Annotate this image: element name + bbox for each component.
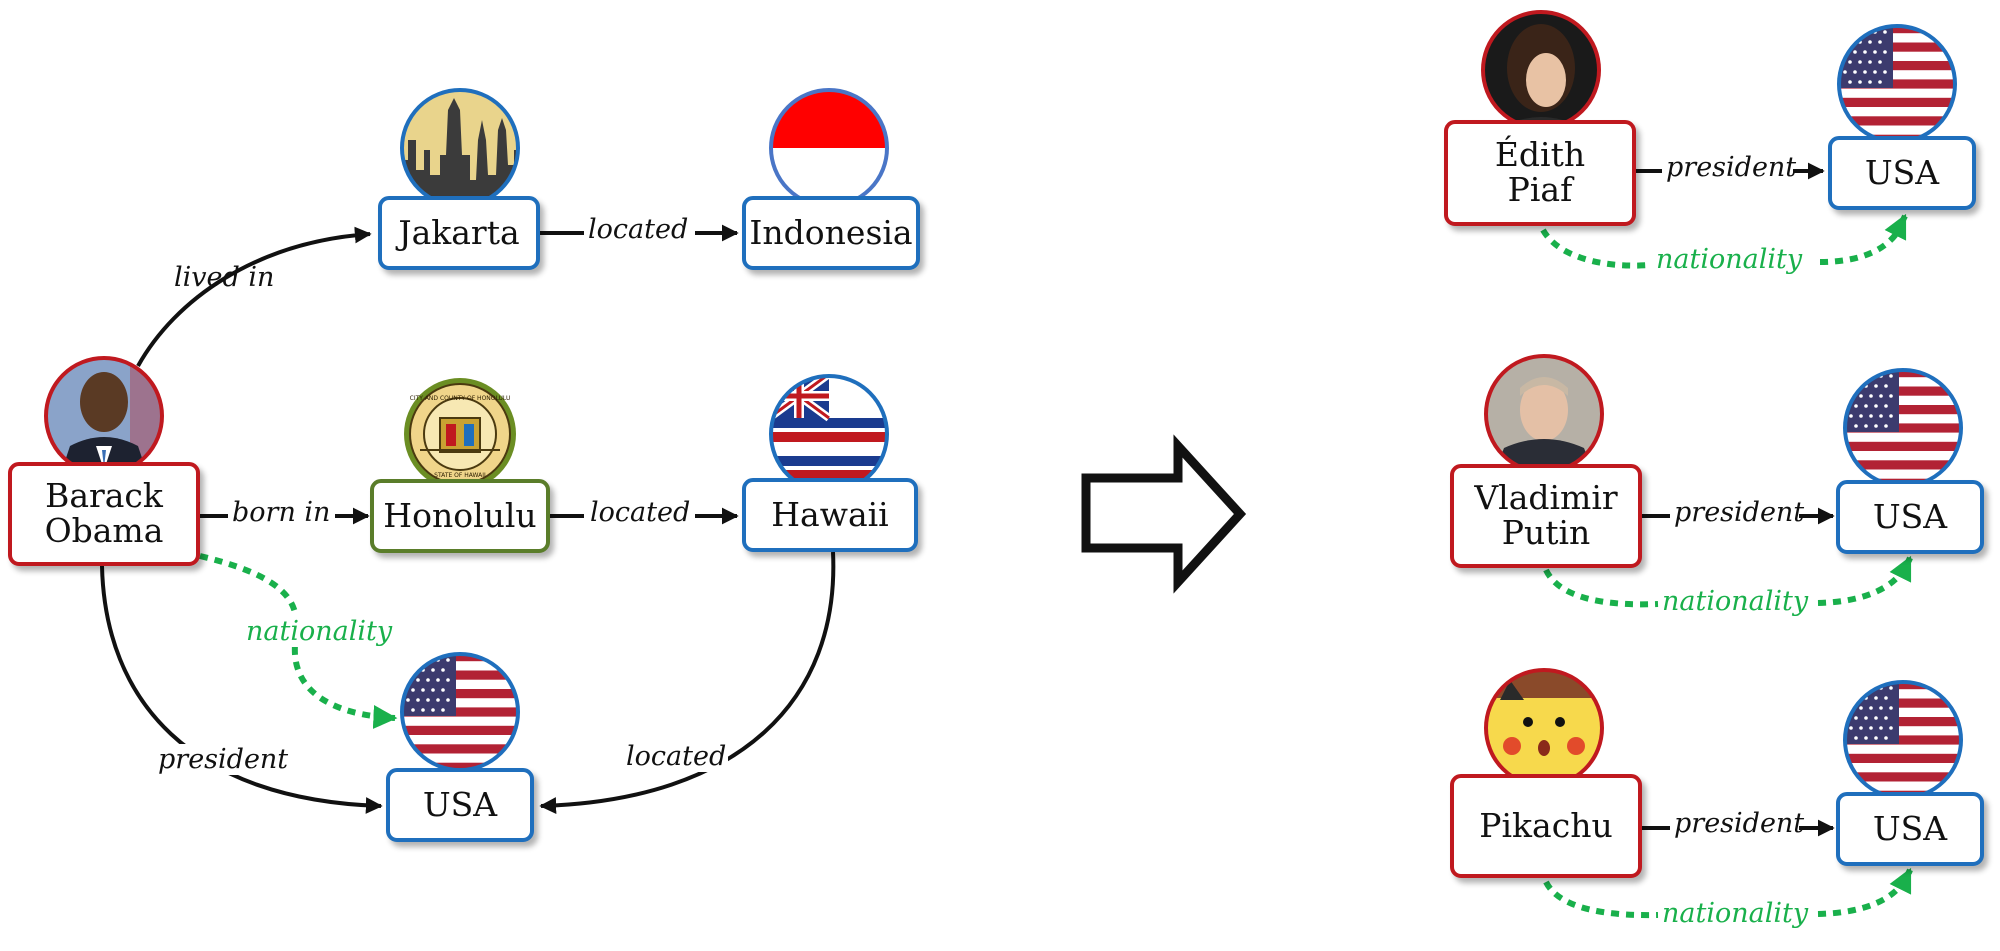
hawaii-flag-icon xyxy=(769,374,889,494)
node-usa-label: USA xyxy=(422,784,498,824)
node-usa-2: USA xyxy=(1836,480,1984,554)
node-honolulu-label: Honolulu xyxy=(383,495,537,535)
label-piaf-president: president xyxy=(1666,152,1797,183)
transform-arrow-icon xyxy=(1081,434,1247,594)
usa-flag-icon-1 xyxy=(1837,24,1957,144)
node-pikachu-label: Pikachu xyxy=(1479,805,1613,845)
node-hawaii: Hawaii xyxy=(742,478,918,552)
node-barack-obama-line-2: Obama xyxy=(44,511,164,550)
usa-flag-icon-2 xyxy=(1843,368,1963,488)
piaf-photo xyxy=(1481,10,1601,130)
label-president: president xyxy=(156,744,291,775)
node-edith-piaf-line-2: Piaf xyxy=(1507,170,1573,209)
node-indonesia: Indonesia xyxy=(742,196,920,270)
node-usa-1: USA xyxy=(1828,136,1976,210)
label-honolulu-located: located xyxy=(590,497,691,528)
edge-president xyxy=(100,565,383,814)
usa-flag-icon xyxy=(400,652,520,772)
node-edith-piaf-line-1: Édith xyxy=(1494,135,1586,175)
label-born-in: born in xyxy=(232,497,331,528)
node-barack-obama-line-1: Barack xyxy=(45,476,163,516)
putin-photo xyxy=(1484,354,1604,474)
node-usa-1-label: USA xyxy=(1864,152,1940,192)
label-nationality: nationality xyxy=(244,616,395,647)
node-jakarta: Jakarta xyxy=(378,196,540,270)
pikachu-icon xyxy=(1484,668,1604,788)
node-edith-piaf: Édith Piaf xyxy=(1444,120,1636,226)
node-honolulu: Honolulu xyxy=(370,479,550,553)
label-hawaii-located: located xyxy=(624,741,729,772)
honolulu-seal-text-top: CITY AND COUNTY OF HONOLULU xyxy=(410,395,511,402)
node-usa-3: USA xyxy=(1836,792,1984,866)
edge-putin-nationality-head xyxy=(1889,555,1913,583)
jakarta-skyline-icon xyxy=(400,88,520,208)
honolulu-seal-text-bottom: STATE OF HAWAII xyxy=(434,472,486,479)
node-barack-obama: Barack Obama xyxy=(8,462,200,566)
usa-flag-icon-3 xyxy=(1843,680,1963,800)
label-pikachu-president: president xyxy=(1674,808,1805,839)
label-jakarta-located: located xyxy=(588,214,689,245)
node-vladimir-putin-line-1: Vladimir xyxy=(1474,478,1618,518)
node-usa-2-label: USA xyxy=(1872,496,1948,536)
node-indonesia-label: Indonesia xyxy=(749,212,913,252)
label-putin-nationality: nationality xyxy=(1662,586,1809,617)
node-usa: USA xyxy=(386,768,534,842)
edge-hawaii-located xyxy=(539,551,836,814)
node-vladimir-putin-line-2: Putin xyxy=(1501,513,1591,552)
label-piaf-nationality: nationality xyxy=(1656,244,1803,275)
node-jakarta-label: Jakarta xyxy=(398,212,520,252)
edge-pikachu-nationality-head xyxy=(1889,867,1913,895)
edge-putin-nationality xyxy=(1543,556,1913,608)
node-hawaii-label: Hawaii xyxy=(771,494,889,534)
honolulu-seal-icon xyxy=(400,374,520,494)
node-usa-3-label: USA xyxy=(1872,808,1948,848)
edge-lived-in xyxy=(136,226,372,367)
label-putin-president: president xyxy=(1674,497,1805,528)
label-lived-in: lived in xyxy=(174,262,275,293)
node-pikachu: Pikachu xyxy=(1450,774,1642,878)
obama-photo xyxy=(44,356,164,476)
edge-piaf-nationality-head xyxy=(1884,213,1908,241)
label-pikachu-nationality: nationality xyxy=(1662,898,1809,929)
node-vladimir-putin: Vladimir Putin xyxy=(1450,464,1642,568)
indonesia-flag-icon xyxy=(769,88,889,208)
